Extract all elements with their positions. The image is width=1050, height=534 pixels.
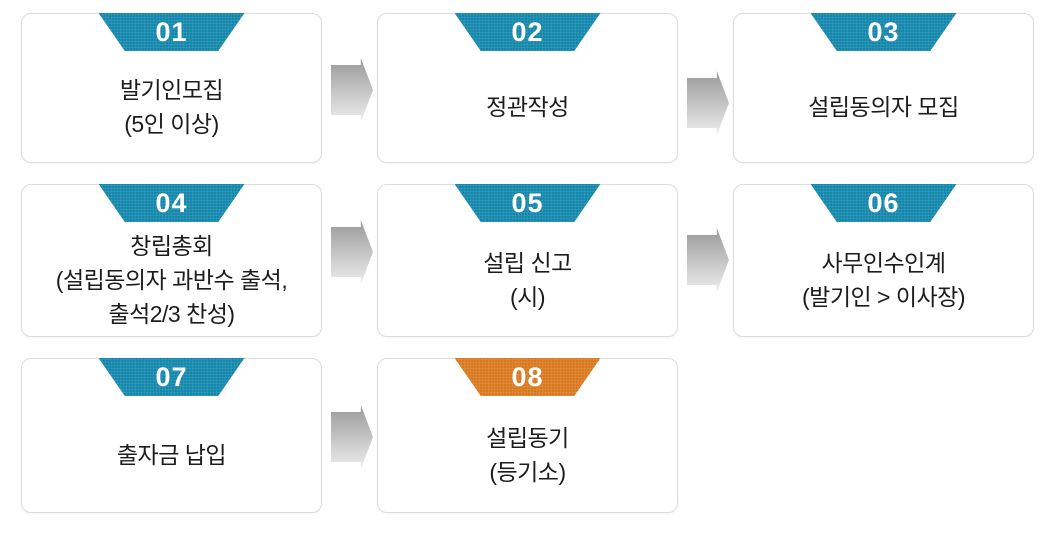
step-text-line: 정관작성: [486, 94, 569, 120]
step-text: 설립동기 (등기소): [486, 421, 569, 489]
step-text: 사무인수인계 (발기인 > 이사장): [802, 246, 966, 314]
step-text: 출자금 납입: [116, 438, 227, 472]
step-card-05: 05 설립 신고 (시): [377, 184, 678, 337]
step-number-badge: 01: [98, 13, 245, 51]
step-number: 04: [155, 187, 188, 218]
step-card-02: 02 정관작성: [377, 13, 678, 163]
step-text-line: 발기인모집: [119, 77, 224, 103]
step-text-line: 설립 신고: [483, 249, 572, 276]
step-number: 08: [511, 361, 544, 392]
step-number-badge: 05: [454, 184, 601, 222]
step-number: 05: [511, 187, 544, 218]
arrow-right-icon: [687, 228, 729, 292]
step-card-03: 03 설립동의자 모집: [733, 13, 1034, 163]
arrow-right-icon: [331, 220, 373, 284]
step-text-line: 설립동의자 모집: [808, 94, 959, 120]
step-text-line: 설립동기: [486, 424, 569, 451]
step-card-07: 07 출자금 납입: [21, 358, 322, 513]
step-number-badge: 02: [454, 13, 601, 51]
step-text-line: (설립동의자 과반수 출석,: [55, 266, 288, 293]
step-number-badge: 04: [98, 184, 245, 222]
step-number: 02: [511, 16, 544, 47]
arrow-right-icon: [331, 405, 373, 469]
step-text-line: 출자금 납입: [116, 441, 227, 468]
step-text-line: (발기인 > 이사장): [802, 283, 966, 310]
step-text-line: (5인 이상): [124, 111, 219, 137]
step-number: 01: [155, 16, 188, 47]
step-text-line: (시): [510, 283, 545, 310]
step-card-04: 04 창립총회 (설립동의자 과반수 출석, 출석2/3 찬성): [21, 184, 322, 337]
step-text-line: 사무인수인계: [821, 249, 946, 276]
arrow-right-icon: [331, 58, 373, 122]
step-number: 07: [155, 361, 188, 392]
step-text: 창립총회 (설립동의자 과반수 출석, 출석2/3 찬성): [55, 229, 288, 331]
step-text-line: 출석2/3 찬성): [108, 300, 235, 327]
step-text-line: 창립총회: [130, 232, 213, 259]
step-text: 발기인모집 (5인 이상): [119, 73, 224, 141]
step-card-08: 08 설립동기 (등기소): [377, 358, 678, 513]
step-card-06: 06 사무인수인계 (발기인 > 이사장): [733, 184, 1034, 337]
step-text: 설립동의자 모집: [808, 90, 959, 124]
step-card-01: 01 발기인모집 (5인 이상): [21, 13, 322, 163]
step-number-badge: 03: [810, 13, 957, 51]
step-number-badge-final: 08: [454, 358, 601, 396]
arrow-right-icon: [687, 71, 729, 135]
step-number-badge: 06: [810, 184, 957, 222]
step-number: 06: [867, 187, 900, 218]
step-number: 03: [867, 16, 900, 47]
step-text: 정관작성: [486, 90, 569, 124]
step-text-line: (등기소): [489, 458, 566, 485]
step-number-badge: 07: [98, 358, 245, 396]
step-text: 설립 신고 (시): [483, 246, 572, 314]
